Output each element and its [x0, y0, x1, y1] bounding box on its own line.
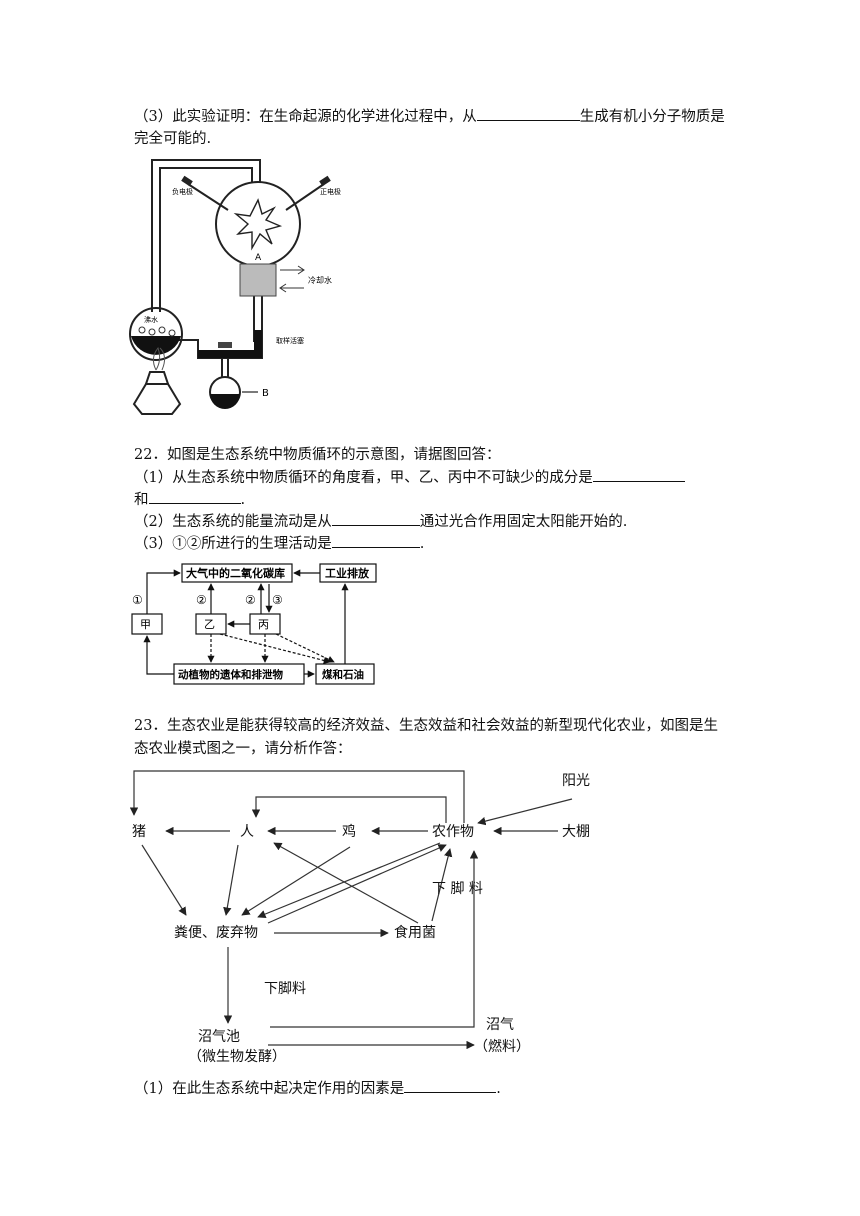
yi-label: 乙 [204, 618, 215, 631]
co2-pool-box [181, 563, 293, 583]
q22-part1-and: 和 [134, 492, 149, 508]
industry-label: 工业排放 [325, 566, 370, 580]
pig-label: 猪 [132, 824, 146, 840]
q22-part3-blank[interactable] [331, 533, 420, 548]
q22-part3-before: （3）①②所进行的生理活动是 [134, 536, 332, 552]
neg-electrode-cap [181, 175, 193, 187]
q21-part3-after: 生成有机小分子物质是 [579, 109, 725, 125]
q21-part3-before: （3）此实验证明：在生命起源的化学进化过程中，从 [134, 109, 477, 125]
coal-oil-label: 煤和石油 [322, 668, 364, 681]
q22-part1-blank1[interactable] [592, 467, 685, 482]
co2-pool-label: 大气中的二氧化碳库 [186, 566, 285, 580]
q23-part1-end: . [496, 1081, 501, 1097]
q22-part2-after: 通过光合作用固定太阳能开始的. [419, 514, 628, 530]
human-label: 人 [240, 824, 254, 840]
fertilizer2-label: 下脚料 [264, 981, 306, 997]
q23-part1-before: （1）在此生态系统中起决定作用的因素是 [134, 1081, 405, 1097]
digester-label: 沼气池 [198, 1029, 240, 1045]
circle-2b: ② [245, 593, 256, 607]
q22-part2: （2）生态系统的能量流动是从 通过光合作用固定太阳能开始的. [134, 511, 627, 532]
eco-agriculture-diagram: 阳光 大棚 农作物 鸡 人 猪 粪便、废弃物 食用菌 下 脚 料 下脚料 沼气池… [129, 770, 590, 1065]
label-b: B [262, 388, 269, 399]
biogas-sub-label: （燃料） [474, 1038, 530, 1055]
label-a: A [255, 253, 262, 263]
q22-part2-blank[interactable] [331, 511, 420, 526]
neg-electrode-label: 负电极 [172, 187, 193, 196]
condenser [239, 263, 277, 297]
q22-part2-before: （2）生态系统的能量流动是从 [134, 514, 332, 530]
q22-part1-before: （1）从生态系统中物质循环的角度看，甲、乙、丙中不可缺少的成分是 [134, 470, 593, 486]
q23-stem-line1: 23．生态农业是能获得较高的经济效益、生态效益和社会效益的新型现代化农业，如图是… [134, 718, 718, 734]
q22-part3-end: . [419, 536, 425, 552]
q22-part1-end: . [240, 492, 246, 508]
boiling-water-label: 沸水 [144, 315, 158, 324]
q23-part1: （1）在此生态系统中起决定作用的因素是. [134, 1078, 501, 1099]
digester-sub-label: （微生物发酵） [188, 1049, 286, 1065]
remains-label: 动植物的遗体和排泄物 [178, 668, 283, 681]
miller-apparatus-diagram: A 负电极 正电极 冷却水 沸水 取样活塞 B [129, 159, 341, 415]
fertilizer1-label: 下 脚 料 [432, 881, 483, 897]
q23-stem-line2: 态农业模式图之一，请分析作答： [134, 741, 352, 757]
circle-3: ③ [272, 593, 283, 607]
pos-electrode-label: 正电极 [320, 187, 341, 196]
cooling-water-label: 冷却水 [308, 275, 332, 285]
crops-label: 农作物 [432, 824, 474, 840]
q22-part1-blank2[interactable] [148, 489, 241, 504]
q22-part1-line1: （1）从生态系统中物质循环的角度看，甲、乙、丙中不可缺少的成分是 [134, 467, 685, 488]
q21-part3-line1: （3）此实验证明：在生命起源的化学进化过程中，从 生成有机小分子物质是 [134, 106, 725, 127]
q21-part3-line2: 完全可能的. [134, 131, 212, 147]
pos-electrode-cap [319, 175, 331, 187]
fungus-label: 食用菌 [394, 924, 436, 941]
carbon-cycle-diagram: 大气中的二氧化碳库 工业排放 甲 乙 丙 动植物的遗体和排泄物 煤和石油 ① ②… [131, 563, 377, 685]
circle-1: ① [132, 593, 143, 607]
biogas-label: 沼气 [486, 1017, 514, 1033]
sampling-valve[interactable] [218, 342, 232, 348]
jia-label: 甲 [140, 618, 151, 631]
q22-stem: 22．如图是生态系统中物质循环的示意图，请据图回答： [134, 447, 501, 463]
circle-2a: ② [196, 593, 207, 607]
bing-label: 丙 [258, 618, 269, 631]
q23-part1-blank[interactable] [404, 1078, 497, 1093]
sampling-valve-label: 取样活塞 [276, 336, 304, 345]
spark-icon [233, 198, 283, 251]
greenhouse-label: 大棚 [562, 824, 590, 840]
q21-part3-blank[interactable] [476, 106, 580, 121]
q22-part1-line2: 和. [134, 489, 245, 510]
manure-label: 粪便、废弃物 [174, 925, 258, 941]
q22-part3: （3）①②所进行的生理活动是. [134, 533, 424, 554]
chicken-label: 鸡 [342, 823, 356, 840]
sunlight-label: 阳光 [562, 773, 590, 789]
